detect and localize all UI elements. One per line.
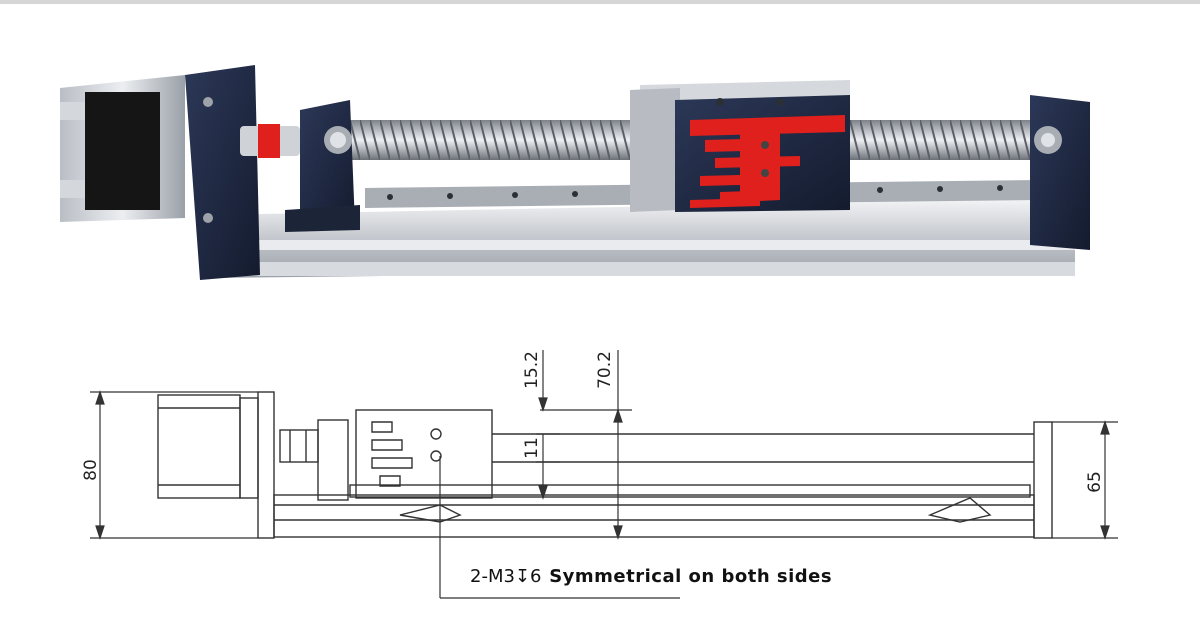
dim-11: 11: [522, 437, 542, 459]
drawing-mount-plate: [257, 391, 275, 539]
drawing-hole-top: [430, 428, 442, 440]
stepper-motor: [60, 65, 260, 280]
drawing-motor: [157, 394, 241, 499]
top-border-strip: [0, 0, 1200, 4]
thread-spec: 2-M3↧6: [470, 566, 542, 587]
dim-70-2: 70.2: [595, 351, 615, 389]
drawing-coupler: [279, 429, 319, 463]
drawing-rail: [273, 494, 1035, 538]
drawing-carriage: [355, 409, 493, 499]
thread-callout: 2-M3↧6 Symmetrical on both sides: [470, 566, 832, 587]
carriage-slider: [630, 80, 850, 212]
technical-drawing: 80 65 15.2 70.2 11: [81, 350, 1118, 599]
aluminum-rail: [210, 180, 1075, 278]
drawing-hole-bottom: [430, 450, 442, 462]
product-photo: [60, 65, 1090, 280]
dim-65: 65: [1085, 471, 1105, 493]
dim-80: 80: [81, 459, 101, 481]
drawing-end-plate: [1033, 421, 1053, 539]
left-bearing-block: [285, 100, 360, 232]
shaft-coupler: [240, 124, 300, 158]
right-end-block: [1030, 95, 1090, 250]
symmetry-note: Symmetrical on both sides: [549, 566, 833, 587]
dim-15-2: 15.2: [522, 351, 542, 389]
